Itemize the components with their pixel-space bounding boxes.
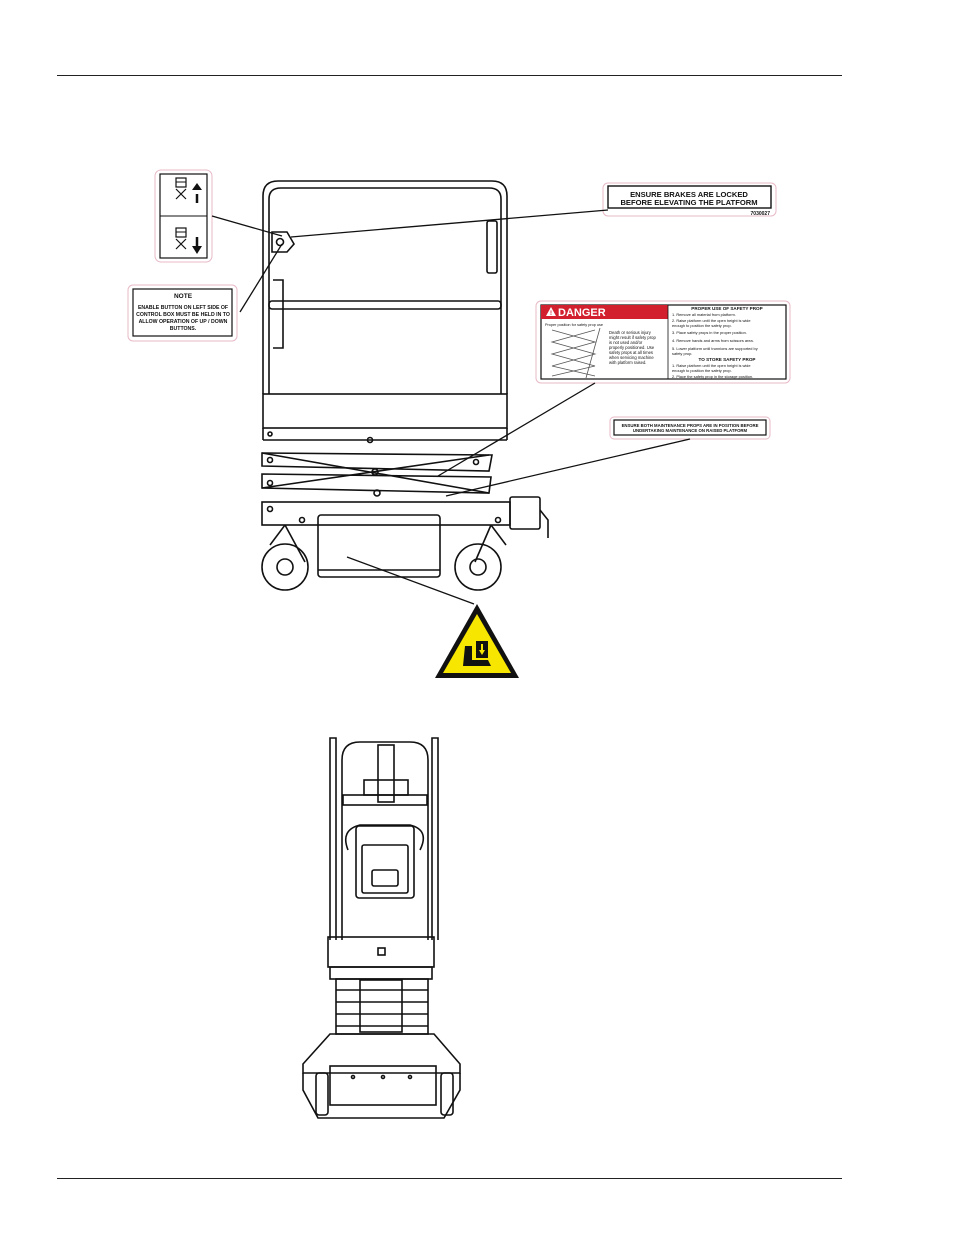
platform-up-icon (175, 177, 202, 203)
store-step: 1. Raise platform until the open height … (672, 363, 751, 368)
danger-warning-line: when servicing machine (609, 355, 654, 360)
proper-use-step: 4. Remove hands and arms from scissors a… (672, 338, 754, 343)
danger-warning-line: is not used and/or (609, 340, 643, 345)
note-title: NOTE (174, 293, 193, 300)
danger-caption: Proper position for safety prop use (545, 323, 603, 327)
brakes-line-2: BEFORE ELEVATING THE PLATFORM (620, 198, 757, 207)
proper-use-title: PROPER USE OF SAFETY PROP (691, 306, 762, 311)
store-prop-steps: 1. Raise platform until the open height … (672, 363, 753, 379)
note-line-2: CONTROL BOX MUST BE HELD IN TO (136, 312, 230, 318)
danger-warning-text: Death or serious injury might result if … (609, 330, 656, 365)
danger-header: DANGER (558, 307, 606, 319)
store-step: 2. Place the safety prop in the storage … (672, 374, 753, 379)
foot-crush-hazard-triangle-icon (435, 604, 519, 678)
brakes-part-number: 7030027 (751, 211, 771, 217)
store-prop-title: TO STORE SAFETY PROP (699, 357, 756, 362)
note-decal: NOTE ENABLE BUTTON ON LEFT SIDE OF CONTR… (127, 284, 238, 342)
danger-warning-line: safety props at all times (609, 350, 653, 355)
proper-use-step: 3. Place safety props in the proper posi… (672, 330, 747, 335)
maintenance-line-1: ENSURE BOTH MAINTENANCE PROPS ARE IN POS… (622, 423, 759, 428)
bottom-rule (57, 1178, 842, 1179)
proper-use-step: 5. Lower platform until trunnions are su… (672, 346, 758, 351)
safety-prop-illustration (550, 327, 601, 379)
svg-text:!: ! (550, 311, 552, 317)
note-line-1: ENABLE BUTTON ON LEFT SIDE OF (138, 305, 228, 311)
top-rule (57, 75, 842, 76)
platform-down-icon (175, 227, 202, 254)
updown-decal (154, 169, 213, 263)
danger-warning-line: might result if safety prop (609, 335, 656, 340)
brakes-decal: ENSURE BRAKES ARE LOCKED BEFORE ELEVATIN… (602, 182, 777, 217)
danger-warning-line: Death or serious injury (609, 330, 652, 335)
store-step: enough to position the safety prop. (672, 368, 732, 373)
proper-use-step: 2. Raise platform until the open height … (672, 318, 751, 323)
maintenance-decal: ENSURE BOTH MAINTENANCE PROPS ARE IN POS… (609, 416, 771, 440)
brakes-line-1: ENSURE BRAKES ARE LOCKED (630, 190, 748, 199)
proper-use-step: 1. Remove all material from platform. (672, 312, 736, 317)
proper-use-step: safety prop. (672, 351, 692, 356)
note-line-4: BUTTONS. (170, 326, 197, 332)
danger-warning-line: with platform raised. (609, 360, 646, 365)
proper-use-steps: 1. Remove all material from platform. 2.… (672, 312, 758, 356)
danger-warning-line: properly positioned. Use (609, 345, 655, 350)
scissor-lift-front-view (302, 737, 461, 1119)
maintenance-line-2: UNDERTAKING MAINTENANCE ON RAISED PLATFO… (633, 428, 748, 433)
proper-use-step: enough to position the safety prop. (672, 323, 732, 328)
leader-lines (211, 209, 691, 605)
note-line-3: ALLOW OPERATION OF UP / DOWN (139, 319, 228, 325)
danger-decal: ! DANGER Proper position for safety prop… (535, 300, 791, 384)
scissor-lift-side-view (261, 180, 549, 591)
